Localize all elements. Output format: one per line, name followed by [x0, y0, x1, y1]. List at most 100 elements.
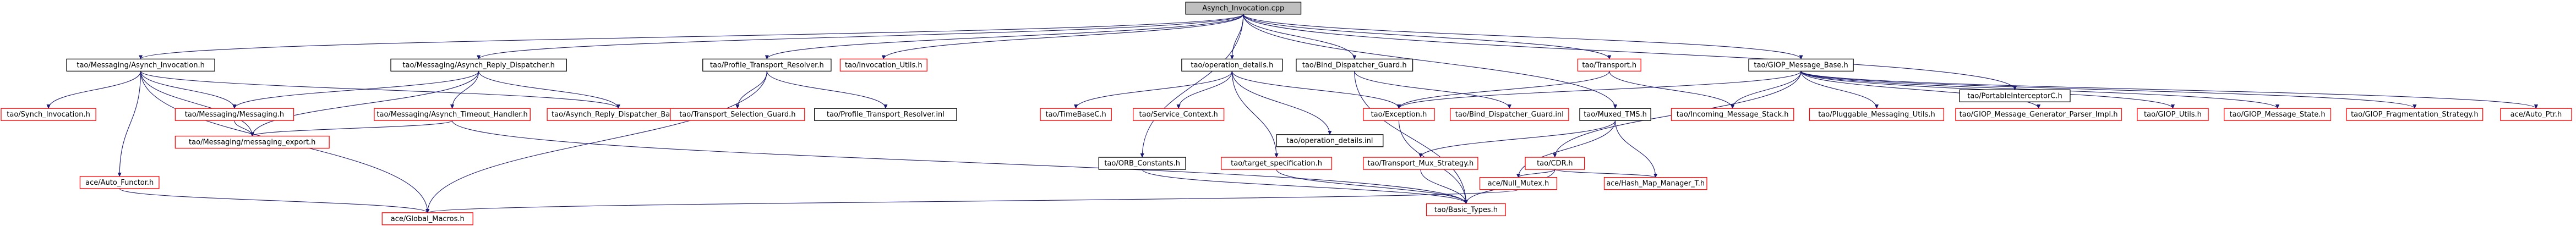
- file-node-label: tao/Muxed_TMS.h: [1584, 111, 1647, 119]
- include-edge-ard_h-to-mexp_h: [252, 71, 479, 136]
- file-node-tbc-h[interactable]: tao/TimeBaseC.h: [1040, 108, 1112, 121]
- file-node-box: [1525, 157, 1585, 170]
- file-node-box: [1363, 108, 1435, 121]
- include-edge-ai_h-to-mexp_h: [140, 71, 253, 136]
- file-node-box: [1809, 108, 1945, 121]
- file-node-opd-inl[interactable]: tao/operation_details.inl: [1276, 134, 1384, 147]
- file-node-gm-h[interactable]: ace/Global_Macros.h: [381, 212, 473, 225]
- file-node-pi-h[interactable]: tao/PortableInterceptorC.h: [1959, 89, 2071, 102]
- file-node-label: ace/Auto_Functor.h: [85, 179, 154, 187]
- file-node-ptr-h[interactable]: tao/Profile_Transport_Resolver.h: [702, 58, 832, 72]
- file-node-label: tao/Profile_Transport_Resolver.inl: [827, 111, 945, 119]
- file-node-box: [1577, 58, 1641, 72]
- include-edge-root-to-transport_h: [1243, 14, 1609, 59]
- file-node-mtms-h[interactable]: tao/Muxed_TMS.h: [1579, 108, 1651, 121]
- include-edge-root-to-ai_h: [141, 14, 1244, 59]
- file-node-box: [1579, 108, 1651, 121]
- file-node-bt-h[interactable]: tao/Basic_Types.h: [1426, 203, 1506, 216]
- file-node-label: tao/Messaging/Asynch_Timeout_Handler.h: [376, 111, 527, 119]
- file-node-box: [174, 108, 294, 121]
- dependency-edges: [48, 14, 2536, 213]
- include-edge-root-to-inv_utils: [883, 14, 1244, 59]
- file-node-label: tao/Exception.h: [1371, 111, 1427, 119]
- file-node-box: [66, 58, 215, 72]
- file-node-box: [1450, 108, 1569, 121]
- file-node-bdg-h[interactable]: tao/Bind_Dispatcher_Guard.h: [1296, 58, 1413, 72]
- file-node-box: [1276, 134, 1384, 147]
- file-node-box: [381, 212, 473, 225]
- file-node-label: tao/GIOP_Fragmentation_Strategy.h: [2351, 111, 2479, 119]
- file-node-bdg-inl[interactable]: tao/Bind_Dispatcher_Guard.inl: [1450, 108, 1569, 121]
- file-node-label: tao/Transport_Selection_Guard.h: [679, 111, 795, 119]
- file-node-box: [1748, 58, 1854, 72]
- file-node-box: [814, 108, 957, 121]
- file-node-label: tao/GIOP_Message_Generator_Parser_Impl.h: [1960, 111, 2118, 119]
- include-edge-bdg_h-to-bt_h: [1354, 71, 1466, 203]
- file-node-opd-h[interactable]: tao/operation_details.h: [1181, 58, 1283, 72]
- file-node-ardb-h[interactable]: tao/Asynch_Reply_Dispatcher_Base.h: [547, 108, 690, 121]
- file-node-label: tao/GIOP_Message_State.h: [2229, 111, 2325, 119]
- file-node-ai-h[interactable]: tao/Messaging/Asynch_Invocation.h: [66, 58, 215, 72]
- file-node-label: tao/operation_details.h: [1191, 61, 1273, 69]
- file-node-tms-h[interactable]: tao/Transport_Mux_Strategy.h: [1363, 157, 1478, 170]
- include-edge-bdg_h-to-bdg_inl: [1354, 71, 1510, 108]
- file-node-inv-utils[interactable]: tao/Invocation_Utils.h: [839, 58, 927, 72]
- file-node-label: tao/Bind_Dispatcher_Guard.h: [1302, 61, 1407, 69]
- file-node-box: [1363, 157, 1478, 170]
- file-node-label: tao/Transport_Mux_Strategy.h: [1368, 159, 1474, 168]
- file-node-msg-h[interactable]: tao/Messaging/Messaging.h: [174, 108, 294, 121]
- include-edge-ai_h-to-synch_inv: [48, 71, 141, 108]
- file-node-cdr-h[interactable]: tao/CDR.h: [1525, 157, 1585, 170]
- file-node-label: tao/ORB_Constants.h: [1104, 159, 1180, 168]
- file-node-gu-h[interactable]: tao/GIOP_Utils.h: [2137, 108, 2209, 121]
- file-node-label: tao/Transport.h: [1582, 61, 1636, 69]
- file-node-orbc-h[interactable]: tao/ORB_Constants.h: [1098, 157, 1186, 170]
- include-edge-ard_h-to-ardb_h: [478, 71, 619, 108]
- include-edge-ai_h-to-msg_h: [140, 71, 234, 108]
- file-node-box: [839, 58, 927, 72]
- include-edge-opd_h-to-opd_inl: [1231, 71, 1330, 134]
- file-node-box: [2137, 108, 2209, 121]
- file-node-mexp-h[interactable]: tao/Messaging/messaging_export.h: [174, 135, 330, 149]
- include-edge-root-to-orbc_h: [1142, 14, 1244, 157]
- file-node-nm-h[interactable]: ace/Null_Mutex.h: [1479, 177, 1558, 190]
- file-node-giop-mb[interactable]: tao/GIOP_Message_Base.h: [1748, 58, 1854, 72]
- file-node-box: [2224, 108, 2332, 121]
- include-edge-root-to-giop_mb: [1243, 14, 1801, 59]
- file-node-synch-inv[interactable]: tao/Synch_Invocation.h: [1, 108, 96, 121]
- file-node-box: [1603, 177, 1707, 190]
- file-node-ard-h[interactable]: tao/Messaging/Asynch_Reply_Dispatcher.h: [390, 58, 567, 72]
- file-node-exc-h[interactable]: tao/Exception.h: [1363, 108, 1435, 121]
- file-node-ts-h[interactable]: tao/target_specification.h: [1220, 157, 1333, 170]
- file-node-box: [1040, 108, 1112, 121]
- file-node-box: [1185, 2, 1302, 15]
- file-node-box: [390, 58, 567, 72]
- file-node-label: tao/Messaging/messaging_export.h: [189, 139, 315, 147]
- file-node-label: tao/Profile_Transport_Resolver.h: [710, 61, 824, 69]
- include-edge-ai_h-to-af_h: [119, 71, 141, 176]
- include-edge-giop_mb-to-ims_h: [1733, 71, 1802, 108]
- include-edge-root-to-opd_h: [1232, 14, 1244, 59]
- file-node-pmu-h[interactable]: tao/Pluggable_Messaging_Utils.h: [1809, 108, 1945, 121]
- include-edge-tms_h-to-bt_h: [1420, 169, 1466, 203]
- include-edge-transport_h-to-exc_h: [1399, 71, 1610, 108]
- file-node-tsg-h[interactable]: tao/Transport_Selection_Guard.h: [670, 108, 805, 121]
- file-node-gfs-h[interactable]: tao/GIOP_Fragmentation_Strategy.h: [2346, 108, 2484, 121]
- file-node-gms-h[interactable]: tao/GIOP_Message_State.h: [2224, 108, 2332, 121]
- file-node-autoptr-h[interactable]: ace/Auto_Ptr.h: [2500, 108, 2572, 121]
- file-node-hmm-h[interactable]: ace/Hash_Map_Manager_T.h: [1603, 177, 1707, 190]
- include-edge-giop_mb-to-exc_h: [1399, 71, 1802, 108]
- file-node-label: tao/Bind_Dispatcher_Guard.inl: [1455, 111, 1564, 119]
- file-node-ath-h[interactable]: tao/Messaging/Asynch_Timeout_Handler.h: [374, 108, 531, 121]
- file-node-ims-h[interactable]: tao/Incoming_Message_Stack.h: [1671, 108, 1794, 121]
- file-node-label: tao/PortableInterceptorC.h: [1967, 92, 2062, 100]
- include-edge-ptr_h-to-gm_h: [428, 71, 767, 212]
- file-node-sc-h[interactable]: tao/Service_Context.h: [1133, 108, 1225, 121]
- file-node-gmgpi-h[interactable]: tao/GIOP_Message_Generator_Parser_Impl.h: [1955, 108, 2122, 121]
- file-node-ptr-inl[interactable]: tao/Profile_Transport_Resolver.inl: [814, 108, 957, 121]
- include-edge-transport_h-to-ims_h: [1609, 71, 1733, 108]
- file-node-af-h[interactable]: ace/Auto_Functor.h: [79, 176, 160, 189]
- file-node-transport-h[interactable]: tao/Transport.h: [1577, 58, 1641, 72]
- file-node-label: tao/Pluggable_Messaging_Utils.h: [1818, 111, 1935, 119]
